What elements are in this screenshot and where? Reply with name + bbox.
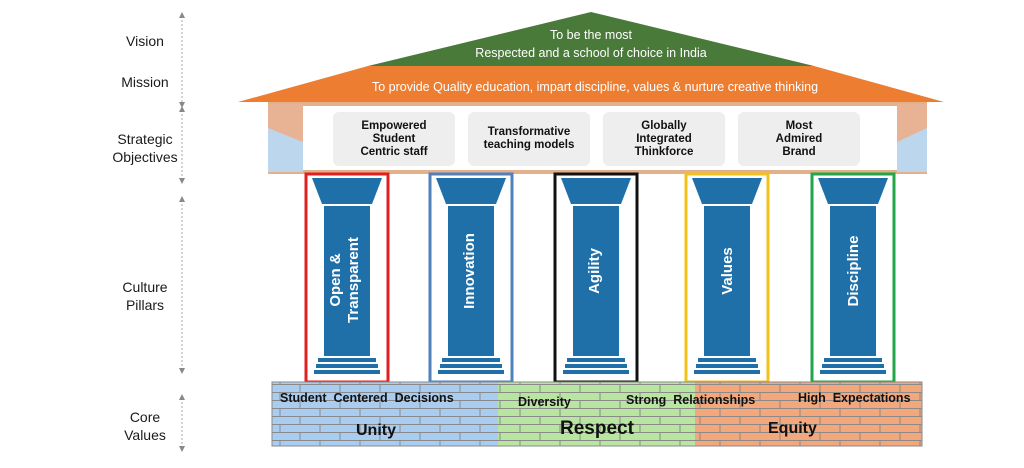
- vision-line-2: Respected and a school of choice in Indi…: [475, 46, 707, 60]
- objective-empowered-staff: Empowered Student Centric staff: [333, 112, 455, 166]
- label-mission: Mission: [121, 74, 169, 90]
- pillar-label-agility: Agility: [586, 248, 603, 294]
- pillar-2: [553, 172, 639, 384]
- arrow-pillars: [179, 196, 185, 374]
- value-diversity: Diversity: [518, 395, 571, 409]
- value-unity: Unity: [356, 422, 396, 439]
- objective-label: Most Admired Brand: [775, 119, 823, 158]
- objective-label: Globally Integrated Thinkforce: [634, 119, 694, 158]
- label-core-values: Core Values: [124, 409, 166, 443]
- mission-band: [238, 66, 944, 102]
- arrow-core-values: [179, 394, 185, 452]
- arrow-vision-mission: [179, 12, 185, 108]
- label-strategic-objectives: Strategic Objectives: [112, 131, 178, 165]
- pillar-label-open-transparent: Open & Transparent: [327, 237, 362, 323]
- pillar-label-discipline: Discipline: [845, 235, 862, 307]
- value-equity: Equity: [768, 420, 817, 437]
- label-culture-pillars: Culture Pillars: [122, 279, 168, 313]
- vision-line-1: To be the most: [550, 28, 632, 42]
- pillar-3: [684, 172, 770, 384]
- pillar-4: [810, 172, 896, 384]
- objective-admired-brand: Most Admired Brand: [738, 112, 860, 166]
- objective-transformative-teaching: Transformative teaching models: [468, 112, 590, 166]
- value-respect: Respect: [560, 418, 634, 439]
- pillar-label-values: Values: [719, 247, 736, 295]
- label-vision: Vision: [126, 33, 164, 49]
- objective-label: Transformative teaching models: [483, 126, 575, 151]
- mission-text: To provide Quality education, impart dis…: [371, 80, 819, 94]
- value-student-centered: Student Centered Decisions: [280, 391, 454, 405]
- objective-globally-integrated: Globally Integrated Thinkforce: [603, 112, 725, 166]
- pillar-label-innovation: Innovation: [461, 233, 478, 309]
- objective-label: Empowered Student Centric staff: [360, 119, 428, 158]
- vision-roof: [368, 12, 814, 66]
- value-high-expectations: High Expectations: [798, 391, 911, 405]
- pillar-1: [428, 172, 514, 384]
- value-strong-relationships: Strong Relationships: [626, 393, 756, 407]
